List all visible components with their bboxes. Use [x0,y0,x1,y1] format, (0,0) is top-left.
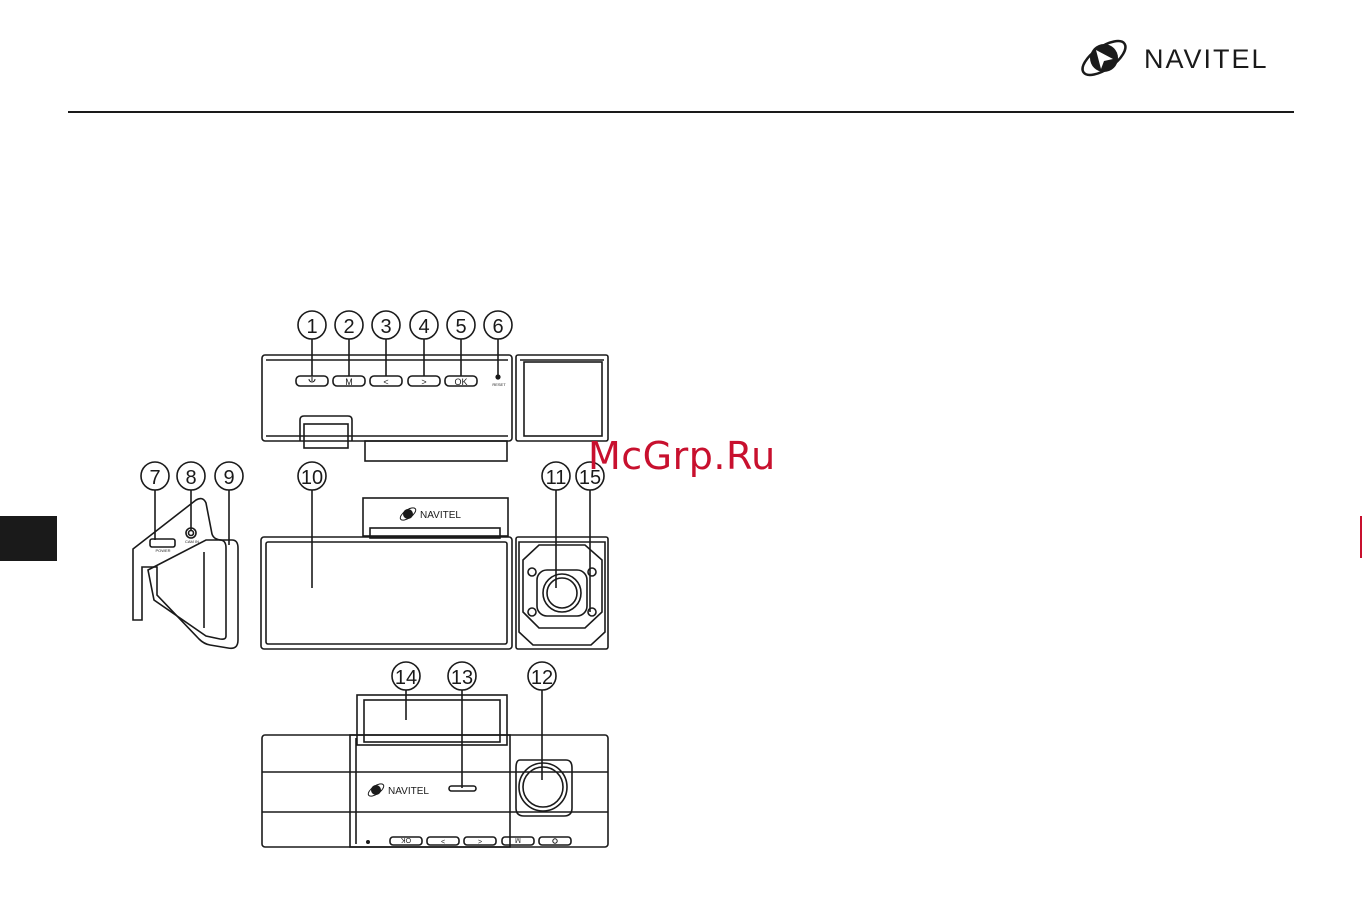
device-rear-view: NAVITEL OK < > M [262,695,608,847]
device-top-view: M < > OK RESET [262,355,608,461]
svg-text:NAVITEL: NAVITEL [420,510,461,521]
device-diagram: 1 2 3 4 5 6 M < > OK RESET 7 8 9 10 11 1… [120,300,620,860]
reset-hole [367,841,369,843]
svg-text:OK: OK [401,836,411,843]
brand-name: NAVITEL [1144,44,1269,75]
svg-text:RESET: RESET [492,382,506,387]
callout-7: 7 [141,462,169,540]
power-icon [553,839,557,843]
callout-3: 3 [372,311,400,376]
power-button-bottom[interactable] [539,837,571,845]
svg-text:POWER: POWER [155,548,170,553]
svg-text:M: M [515,836,521,843]
callout-13: 13 [448,662,476,788]
svg-text:9: 9 [223,467,234,489]
svg-text:10: 10 [301,467,323,489]
callout-10: 10 [298,462,326,588]
svg-text:14: 14 [395,667,417,689]
header-rule [68,111,1294,113]
svg-text:<: < [383,377,388,387]
navitel-small-logo-icon [398,506,417,523]
callout-8: 8 [177,462,205,530]
callout-1: 1 [298,311,326,376]
navitel-logo: NAVITEL [1076,28,1296,86]
ir-led [528,608,536,616]
svg-text:6: 6 [492,316,503,338]
svg-text:1: 1 [306,316,317,338]
svg-text:4: 4 [418,316,429,338]
device-side-view: POWER CAM IN [133,499,238,649]
svg-text:>: > [478,839,482,846]
svg-text:>: > [421,377,426,387]
svg-text:13: 13 [451,667,473,689]
watermark: McGrp.Ru [588,434,776,478]
cabin-camera-lens [537,570,587,616]
navitel-logo-icon [1076,28,1138,86]
callout-14: 14 [392,662,420,720]
svg-text:<: < [441,839,445,846]
callout-4: 4 [410,311,438,376]
screen [266,542,507,644]
svg-text:NAVITEL: NAVITEL [388,786,429,797]
callout-9: 9 [215,462,243,545]
svg-text:7: 7 [149,467,160,489]
svg-text:12: 12 [531,667,553,689]
svg-text:CAM IN: CAM IN [185,539,199,544]
navitel-small-logo-icon [366,782,385,799]
callout-11: 11 [542,462,570,588]
svg-text:2: 2 [343,316,354,338]
svg-text:11: 11 [546,467,567,489]
reset-hole[interactable] [496,375,500,379]
svg-text:M: M [345,377,353,387]
svg-text:3: 3 [380,316,391,338]
page-side-tab [0,516,57,561]
svg-text:OK: OK [454,377,467,387]
power-port[interactable] [150,539,175,547]
svg-text:5: 5 [455,316,466,338]
callout-2: 2 [335,311,363,376]
ir-led [528,568,536,576]
svg-text:8: 8 [185,467,196,489]
callout-5: 5 [447,311,475,376]
callout-6: 6 [484,311,512,376]
speaker-grille [449,786,476,791]
power-icon [309,377,315,382]
